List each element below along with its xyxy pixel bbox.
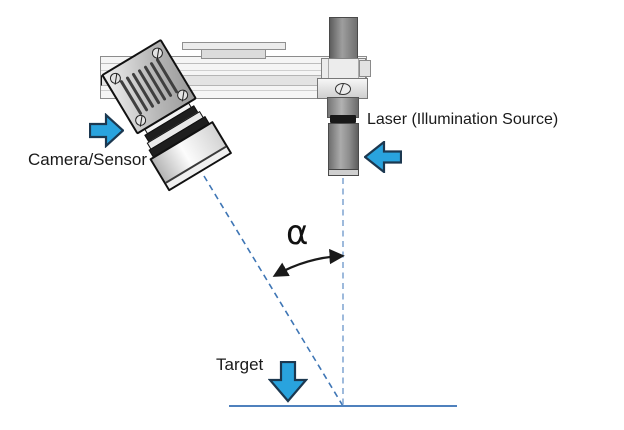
clamp-jaw-line	[328, 59, 329, 80]
rail-groove	[101, 90, 366, 91]
laser-body	[328, 123, 359, 176]
angle-alpha-label: α	[286, 213, 309, 253]
camera-vent-slats	[119, 57, 179, 116]
laser-top-cylinder	[329, 17, 358, 62]
rail-top-plate-lower	[201, 49, 266, 59]
laser-arrow-left-icon	[364, 141, 402, 173]
screw-icon	[335, 83, 351, 95]
rail-groove	[101, 70, 366, 71]
laser-black-ring	[330, 115, 356, 123]
camera-arrow-right-icon	[89, 113, 124, 148]
screw-icon	[149, 45, 165, 61]
screw-icon	[133, 112, 149, 128]
target-label: Target	[216, 355, 264, 374]
laser-tip	[329, 169, 358, 175]
rail-groove	[101, 63, 366, 64]
target-arrow-down-icon	[268, 361, 308, 403]
laser-label: Laser (Illumination Source)	[367, 111, 559, 128]
clamp-jaw-line	[358, 59, 359, 80]
angle-arc-double-arrow-icon	[272, 248, 345, 277]
camera-sensor-label: Camera/Sensor	[28, 150, 148, 169]
lens-front-face	[165, 145, 230, 189]
laser-clamp-tab	[359, 60, 371, 77]
laser-clamp-collar	[317, 78, 368, 99]
